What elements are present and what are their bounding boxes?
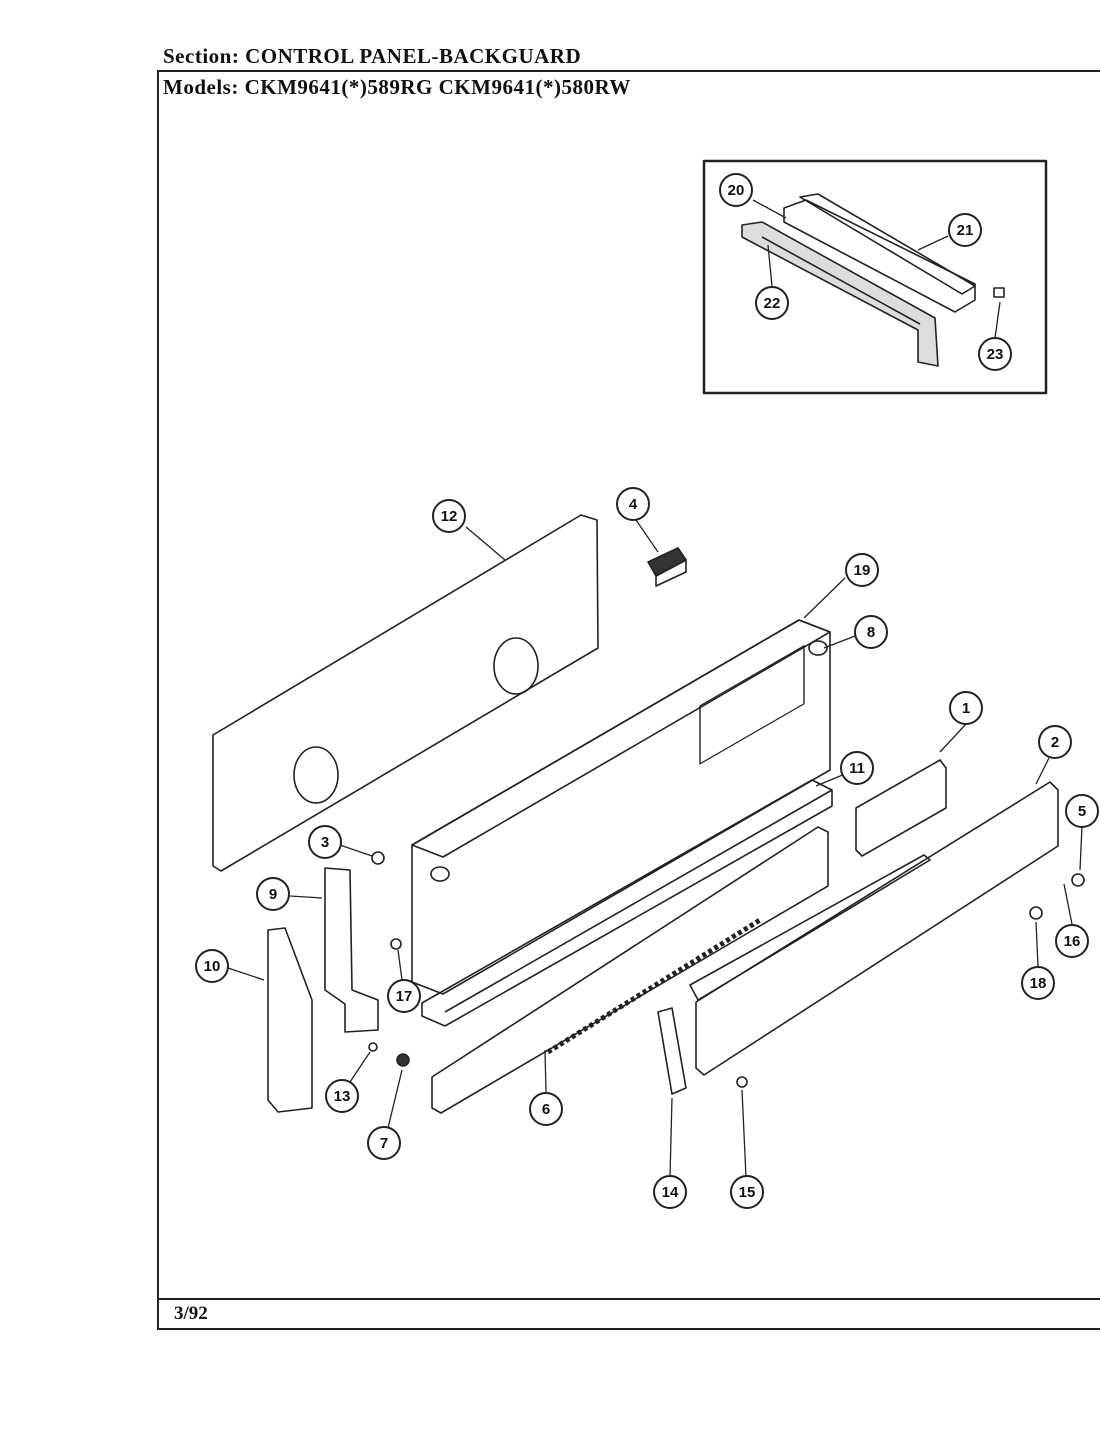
lower-trim-11 (421, 779, 833, 1027)
callout-label-21: 21 (957, 222, 974, 239)
nut-3 (371, 851, 385, 865)
callout-label-1: 1 (962, 700, 970, 717)
leader-lines (227, 199, 1083, 1178)
callout-label-12: 12 (441, 508, 458, 525)
callout-label-4: 4 (629, 496, 638, 513)
callout-label-14: 14 (662, 1184, 679, 1201)
callout-23: 23 (978, 337, 1012, 371)
callout-8: 8 (854, 615, 888, 649)
callout-label-5: 5 (1078, 803, 1086, 820)
callout-label-18: 18 (1030, 975, 1047, 992)
section-title: Section: CONTROL PANEL-BACKGUARD (163, 44, 581, 69)
bracket-1 (855, 759, 947, 857)
callout-label-10: 10 (204, 958, 221, 975)
callout-21: 21 (948, 213, 982, 247)
knob-7 (396, 1053, 410, 1067)
callout-label-20: 20 (728, 182, 745, 199)
callout-16: 16 (1055, 924, 1089, 958)
callout-17: 17 (387, 979, 421, 1013)
callout-10: 10 (195, 949, 229, 983)
callout-19: 19 (845, 553, 879, 587)
spring-5 (1071, 873, 1085, 887)
callout-label-17: 17 (396, 988, 413, 1005)
control-panel-19 (411, 619, 831, 995)
models-label: Models: (163, 75, 239, 99)
callout-label-8: 8 (867, 624, 875, 641)
callout-6: 6 (529, 1092, 563, 1126)
footer-rule (157, 1298, 1100, 1300)
screw-17 (390, 938, 402, 950)
model-number-2: CKM9641(*)580RW (438, 75, 631, 99)
callout-11: 11 (840, 751, 874, 785)
screw-15 (736, 1076, 748, 1088)
callout-2: 2 (1038, 725, 1072, 759)
callout-5: 5 (1065, 794, 1099, 828)
callout-label-6: 6 (542, 1101, 550, 1118)
callout-label-13: 13 (334, 1088, 351, 1105)
washer-13 (368, 1042, 378, 1052)
callout-label-7: 7 (380, 1135, 388, 1152)
strip-14 (657, 1007, 687, 1095)
model-number-1: CKM9641(*)589RG (244, 75, 433, 99)
inset-detail-box (702, 159, 1048, 395)
back-panel-12 (212, 514, 599, 872)
callout-22: 22 (755, 286, 789, 320)
inset-trim-assembly (741, 193, 1005, 367)
callout-13: 13 (325, 1079, 359, 1113)
callout-1: 1 (949, 691, 983, 725)
callout-label-23: 23 (987, 346, 1004, 363)
front-panel-6 (431, 826, 829, 1114)
callout-label-9: 9 (269, 886, 277, 903)
callout-label-15: 15 (739, 1184, 756, 1201)
nut-18 (1029, 906, 1043, 920)
callout-label-22: 22 (764, 295, 781, 312)
callout-3: 3 (308, 825, 342, 859)
callout-7: 7 (367, 1126, 401, 1160)
models-title: Models: CKM9641(*)589RG CKM9641(*)580RW (163, 75, 631, 100)
section-label: Section: (163, 44, 240, 68)
callout-9: 9 (256, 877, 290, 911)
bracket-9 (324, 867, 379, 1033)
callout-label-16: 16 (1064, 933, 1081, 950)
callout-label-19: 19 (854, 562, 871, 579)
callout-15: 15 (730, 1175, 764, 1209)
section-name: CONTROL PANEL-BACKGUARD (245, 44, 582, 68)
callout-20: 20 (719, 173, 753, 207)
diagram-frame (157, 70, 1100, 1330)
callout-12: 12 (432, 499, 466, 533)
callout-label-2: 2 (1051, 734, 1059, 751)
callout-label-3: 3 (321, 834, 329, 851)
callout-label-11: 11 (849, 760, 865, 777)
revision-date: 3/92 (174, 1303, 208, 1324)
glass-panel-2 (689, 781, 1059, 1076)
callout-14: 14 (653, 1175, 687, 1209)
callout-4: 4 (616, 487, 650, 521)
callout-18: 18 (1021, 966, 1055, 1000)
connector-4 (647, 547, 687, 587)
end-cap-10 (267, 927, 313, 1113)
